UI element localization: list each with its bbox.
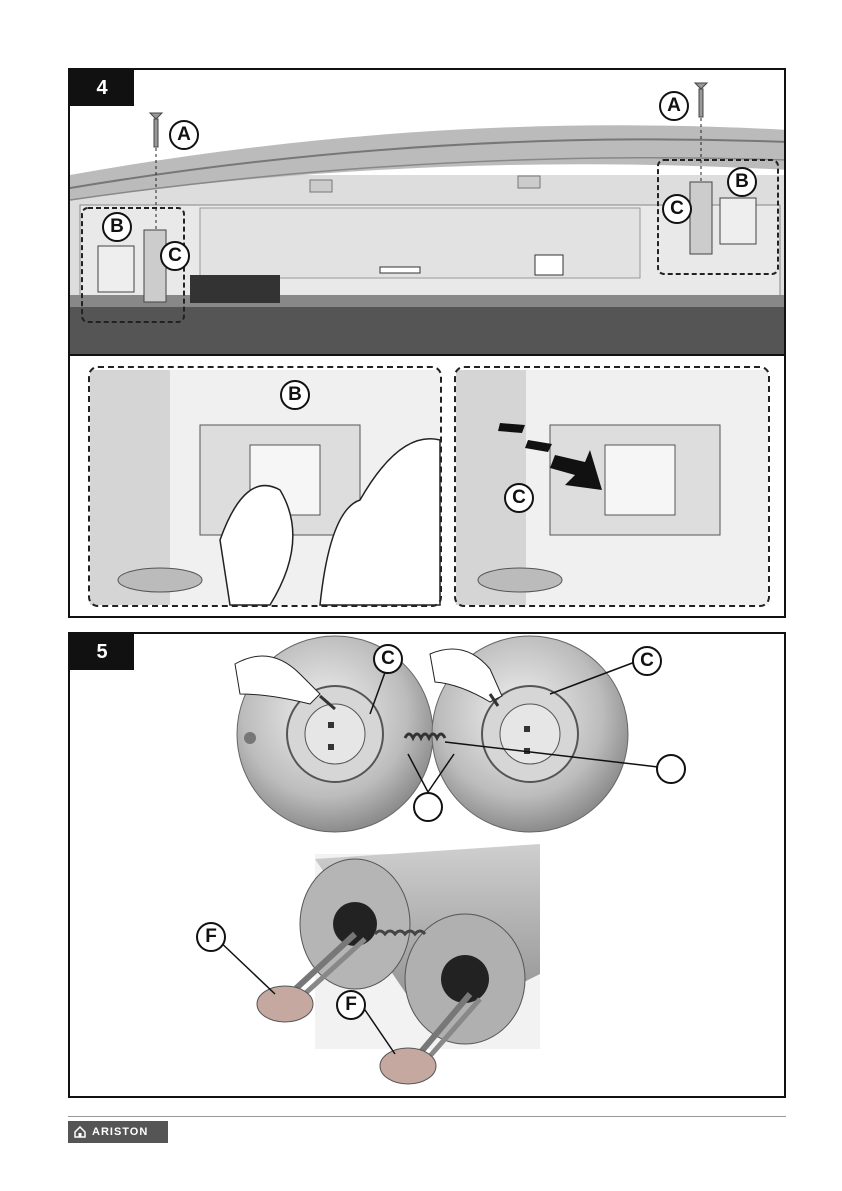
step-5-panel: 5 bbox=[68, 632, 786, 1098]
callout-b-detail: B bbox=[280, 380, 310, 410]
callout-a-left: A bbox=[169, 120, 199, 150]
ariston-logo: ARISTON bbox=[68, 1121, 168, 1143]
brand-name: ARISTON bbox=[92, 1126, 148, 1138]
detail-box-left bbox=[88, 366, 442, 607]
callout-f-right: F bbox=[336, 990, 366, 1020]
step-4-panel: 4 bbox=[68, 68, 786, 618]
callout-c-detail: C bbox=[504, 483, 534, 513]
detail-box-right bbox=[454, 366, 770, 607]
callout-b-left: B bbox=[102, 212, 132, 242]
callout-empty-right bbox=[656, 754, 686, 784]
footer-divider bbox=[68, 1116, 786, 1117]
tanks-photo bbox=[300, 844, 540, 1049]
callout-f-left: F bbox=[196, 922, 226, 952]
callout-c-right: C bbox=[632, 646, 662, 676]
callout-empty-center bbox=[413, 792, 443, 822]
house-icon bbox=[74, 1126, 86, 1138]
step-5-illustration bbox=[70, 634, 786, 1098]
control-board-illustration bbox=[70, 125, 786, 355]
callout-c-left: C bbox=[160, 241, 190, 271]
callout-a-right: A bbox=[659, 91, 689, 121]
callout-c-left: C bbox=[373, 644, 403, 674]
callout-c-right: C bbox=[662, 194, 692, 224]
callout-b-right: B bbox=[727, 167, 757, 197]
